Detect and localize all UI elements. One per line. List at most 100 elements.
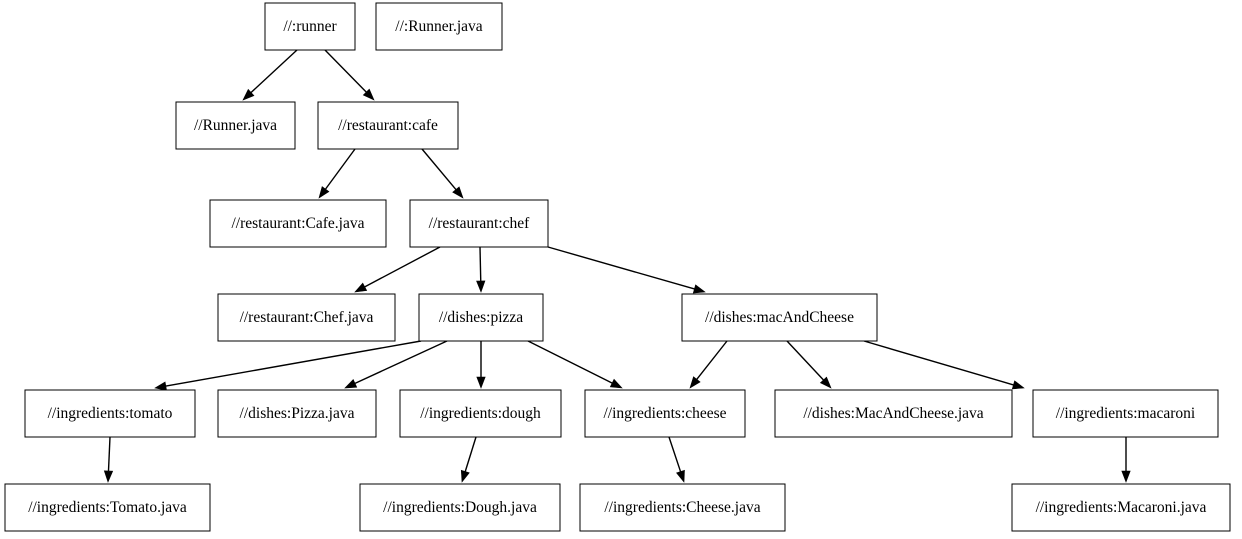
- node-label: //ingredients:tomato: [48, 405, 173, 422]
- graph-node-runner_java_root[interactable]: //:Runner.java: [375, 2, 503, 51]
- edge-arrowhead: [1011, 380, 1025, 390]
- graph-node-dishes_macandchz[interactable]: //dishes:macAndCheese: [681, 293, 878, 342]
- node-box[interactable]: [1032, 389, 1219, 438]
- node-label: //ingredients:dough: [420, 405, 541, 422]
- edge-restaurant_chef-to-dishes_macandchz: [547, 246, 706, 294]
- node-box[interactable]: [217, 293, 396, 342]
- node-box[interactable]: [774, 389, 1013, 438]
- node-box[interactable]: [409, 199, 549, 248]
- node-label: //ingredients:cheese: [603, 405, 726, 422]
- edges-layer: [103, 49, 1131, 483]
- node-box[interactable]: [579, 483, 786, 532]
- node-label: //ingredients:Cheese.java: [604, 499, 760, 516]
- edge-restaurant_cafe-to-cafe_java: [318, 148, 356, 199]
- node-box[interactable]: [681, 293, 878, 342]
- node-box[interactable]: [317, 101, 459, 150]
- nodes-layer: //:runner //:Runner.java //Runner.java //re…: [4, 2, 1231, 532]
- graph-node-pizza_java[interactable]: //dishes:Pizza.java: [217, 389, 377, 438]
- edge-line: [354, 340, 448, 385]
- node-box[interactable]: [264, 2, 356, 51]
- edge-line: [696, 340, 728, 380]
- edge-dishes_pizza-to-ing_cheese: [527, 340, 623, 389]
- edge-line: [479, 246, 482, 282]
- graph-node-ing_cheese[interactable]: //ingredients:cheese: [584, 389, 746, 438]
- edge-arrowhead: [476, 376, 486, 389]
- node-label: //Runner.java: [194, 117, 277, 134]
- edge-arrowhead: [344, 379, 358, 389]
- node-label: //restaurant:Cafe.java: [232, 215, 365, 232]
- edge-line: [165, 340, 422, 387]
- graph-node-restaurant_chef[interactable]: //restaurant:chef: [409, 199, 549, 248]
- edge-line: [324, 148, 356, 190]
- graph-node-dishes_pizza[interactable]: //dishes:pizza: [418, 293, 544, 342]
- edge-dishes_macandchz-to-ing_cheese: [689, 340, 728, 389]
- edge-arrowhead: [676, 469, 685, 483]
- edge-dishes_macandchz-to-ing_macaroni: [863, 340, 1025, 390]
- edge-arrowhead: [452, 186, 464, 199]
- edge-arrowhead: [692, 284, 706, 294]
- edge-runner-to-restaurant_cafe: [324, 49, 375, 101]
- node-box[interactable]: [1011, 483, 1231, 532]
- graph-node-runner_java[interactable]: //Runner.java: [175, 101, 296, 150]
- node-box[interactable]: [209, 199, 387, 248]
- node-label: //restaurant:Chef.java: [240, 309, 374, 326]
- node-label: //ingredients:Macaroni.java: [1036, 499, 1207, 516]
- graph-node-macaroni_java[interactable]: //ingredients:Macaroni.java: [1011, 483, 1231, 532]
- node-box[interactable]: [175, 101, 296, 150]
- edge-arrowhead: [154, 381, 167, 391]
- edge-restaurant_chef-to-chef_java: [354, 246, 441, 293]
- edge-dishes_macandchz-to-macandchz_java: [786, 340, 832, 389]
- edge-arrowhead: [609, 378, 623, 389]
- edge-line: [464, 436, 477, 472]
- edge-line: [668, 436, 682, 472]
- edge-line: [863, 340, 1014, 386]
- edge-line: [421, 148, 457, 191]
- edge-runner-to-runner_java: [242, 49, 298, 101]
- graph-node-tomato_java[interactable]: //ingredients:Tomato.java: [4, 483, 211, 532]
- node-label: //ingredients:Tomato.java: [28, 499, 187, 516]
- graph-node-runner[interactable]: //:runner: [264, 2, 356, 51]
- node-box[interactable]: [359, 483, 561, 532]
- node-box[interactable]: [584, 389, 746, 438]
- graph-node-macandchz_java[interactable]: //dishes:MacAndCheese.java: [774, 389, 1013, 438]
- node-label: //dishes:MacAndCheese.java: [803, 405, 983, 422]
- node-box[interactable]: [375, 2, 503, 51]
- edge-arrowhead: [318, 186, 330, 199]
- edge-arrowhead: [242, 88, 255, 101]
- graph-node-dough_java[interactable]: //ingredients:Dough.java: [359, 483, 561, 532]
- edge-dishes_pizza-to-ing_tomato: [154, 340, 422, 391]
- edge-arrowhead: [476, 280, 486, 293]
- edge-line: [364, 246, 441, 288]
- edge-restaurant_chef-to-dishes_pizza: [476, 246, 486, 293]
- node-box[interactable]: [4, 483, 211, 532]
- graph-node-restaurant_cafe[interactable]: //restaurant:cafe: [317, 101, 459, 150]
- graph-node-chef_java[interactable]: //restaurant:Chef.java: [217, 293, 396, 342]
- graph-node-ing_dough[interactable]: //ingredients:dough: [399, 389, 562, 438]
- node-label: //ingredients:Dough.java: [383, 499, 537, 516]
- edge-ing_dough-to-dough_java: [460, 436, 477, 483]
- node-box[interactable]: [24, 389, 196, 438]
- node-box[interactable]: [217, 389, 377, 438]
- node-label: //restaurant:chef: [429, 215, 531, 232]
- edge-arrowhead: [460, 469, 470, 483]
- edge-ing_tomato-to-tomato_java: [103, 436, 114, 483]
- edge-line: [527, 340, 613, 384]
- edge-arrowhead: [689, 376, 701, 389]
- edge-line: [786, 340, 824, 381]
- edge-dishes_pizza-to-ing_dough: [476, 341, 486, 389]
- graph-node-ing_tomato[interactable]: //ingredients:tomato: [24, 389, 196, 438]
- graph-node-ing_macaroni[interactable]: //ingredients:macaroni: [1032, 389, 1219, 438]
- node-label: //dishes:Pizza.java: [240, 405, 355, 422]
- edge-line: [107, 436, 111, 472]
- edge-restaurant_cafe-to-restaurant_chef: [421, 148, 464, 199]
- node-label: //ingredients:macaroni: [1056, 405, 1196, 422]
- graph-node-cheese_java[interactable]: //ingredients:Cheese.java: [579, 483, 786, 532]
- graph-node-cafe_java[interactable]: //restaurant:Cafe.java: [209, 199, 387, 248]
- edge-ing_cheese-to-cheese_java: [668, 436, 685, 483]
- node-box[interactable]: [418, 293, 544, 342]
- node-box[interactable]: [399, 389, 562, 438]
- edge-dishes_pizza-to-pizza_java: [344, 340, 448, 389]
- edge-arrowhead: [819, 376, 832, 389]
